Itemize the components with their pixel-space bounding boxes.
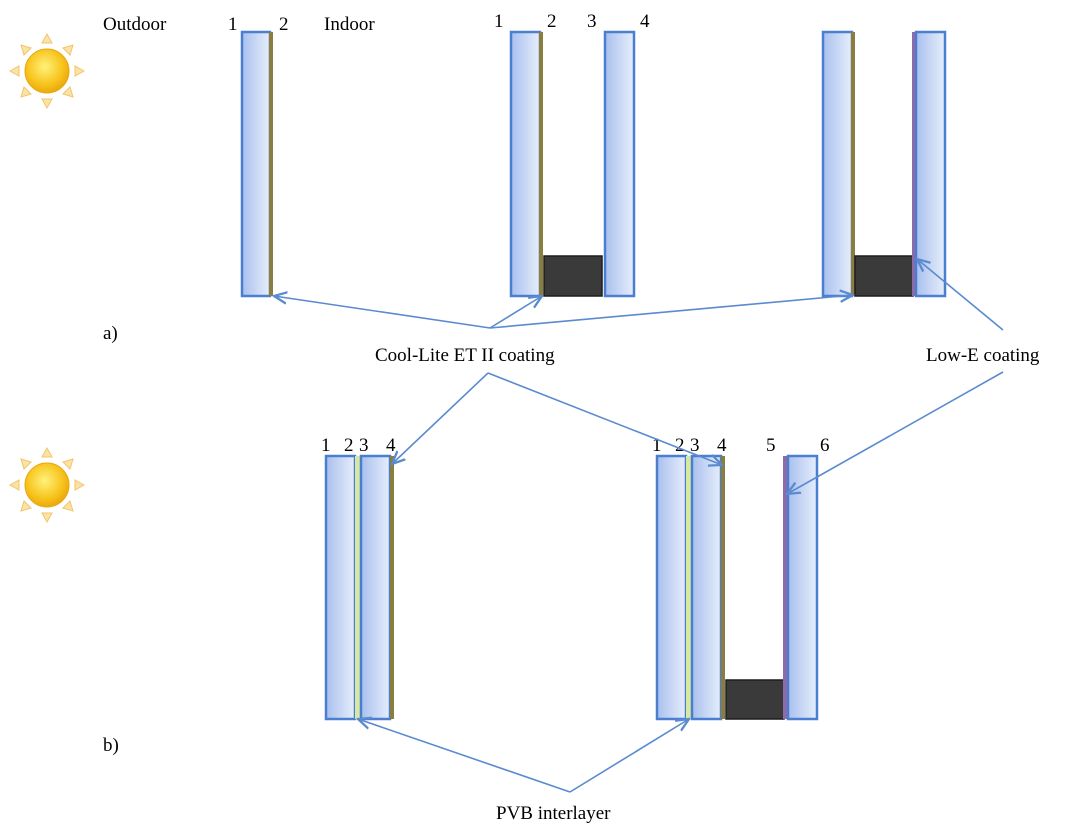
spacer-bar — [854, 255, 914, 297]
glass-pane — [324, 454, 357, 721]
glass-pane — [690, 454, 723, 721]
coolite-coating-layer — [539, 32, 543, 296]
part-a-label: a) — [103, 323, 118, 344]
laminated-glazing: 1 2 3 4 — [321, 435, 396, 721]
pvb-arrow — [569, 719, 689, 793]
coolite-arrow — [489, 295, 853, 329]
coolite-arrow — [274, 296, 491, 329]
coolite-coating-layer — [851, 32, 855, 296]
coolite-arrow — [392, 372, 489, 464]
pvb-interlayer-label: PVB interlayer — [496, 803, 611, 824]
lowe-coating-label: Low-E coating — [926, 345, 1040, 366]
surface-number: 2 — [547, 11, 557, 32]
double-glazing: 1 2 3 4 — [494, 11, 650, 298]
callout-arrows — [274, 259, 1004, 793]
outdoor-label: Outdoor — [103, 14, 167, 35]
surface-number: 2 — [279, 14, 289, 35]
coolite-coating-label: Cool-Lite ET II coating — [375, 345, 555, 366]
glass-pane — [655, 454, 688, 721]
glass-pane — [821, 30, 854, 298]
glass-pane — [603, 30, 636, 298]
surface-number: 4 — [717, 435, 727, 456]
surface-number: 3 — [359, 435, 369, 456]
part-b-label: b) — [103, 735, 119, 756]
surface-number: 2 — [344, 435, 354, 456]
surface-number: 3 — [587, 11, 597, 32]
surface-number: 1 — [494, 11, 504, 32]
sun-icon — [9, 447, 85, 523]
lowe-coating-layer — [912, 32, 916, 296]
glass-pane — [240, 30, 272, 298]
coolite-arrow — [487, 372, 722, 465]
spacer-bar — [725, 679, 785, 720]
surface-number: 1 — [652, 435, 662, 456]
pvb-interlayer-layer — [355, 456, 360, 719]
coolite-coating-layer — [721, 456, 725, 719]
glass-pane — [914, 30, 947, 298]
glass-pane — [786, 454, 819, 721]
surface-number: 3 — [690, 435, 700, 456]
laminated-double-glazing: 1 2 3 4 5 6 — [652, 435, 830, 721]
coolite-coating-layer — [269, 32, 273, 296]
pvb-arrow — [358, 719, 571, 793]
sun-icon — [9, 33, 85, 109]
indoor-label: Indoor — [324, 14, 375, 35]
lowe-coating-layer — [783, 456, 787, 719]
single-glazing: 1 2 — [228, 14, 289, 298]
lowe-arrow — [917, 259, 1004, 331]
double-glazing-lowe — [821, 30, 947, 298]
glass-pane — [509, 30, 542, 298]
coolite-coating-layer — [390, 456, 394, 719]
surface-number: 2 — [675, 435, 685, 456]
surface-number: 4 — [640, 11, 650, 32]
spacer-bar — [543, 255, 603, 297]
surface-number: 4 — [386, 435, 396, 456]
surface-number: 5 — [766, 435, 776, 456]
surface-number: 1 — [321, 435, 331, 456]
glass-pane — [359, 454, 392, 721]
lowe-arrow — [787, 371, 1004, 494]
surface-number: 6 — [820, 435, 830, 456]
pvb-interlayer-layer — [686, 456, 691, 719]
coolite-arrow — [489, 296, 542, 329]
surface-number: 1 — [228, 14, 238, 35]
